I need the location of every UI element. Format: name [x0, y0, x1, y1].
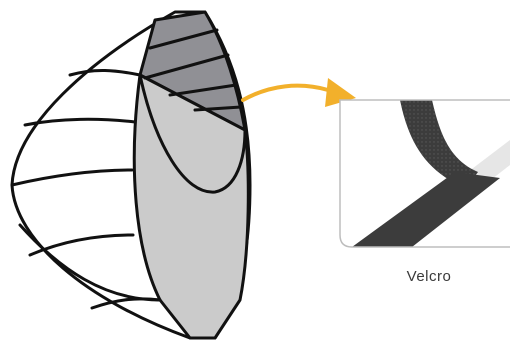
- callout-arrow-icon: [243, 78, 356, 107]
- velcro-detail-illustration: [340, 100, 510, 247]
- softbox-illustration: [12, 12, 250, 338]
- velcro-label: Velcro: [399, 268, 459, 285]
